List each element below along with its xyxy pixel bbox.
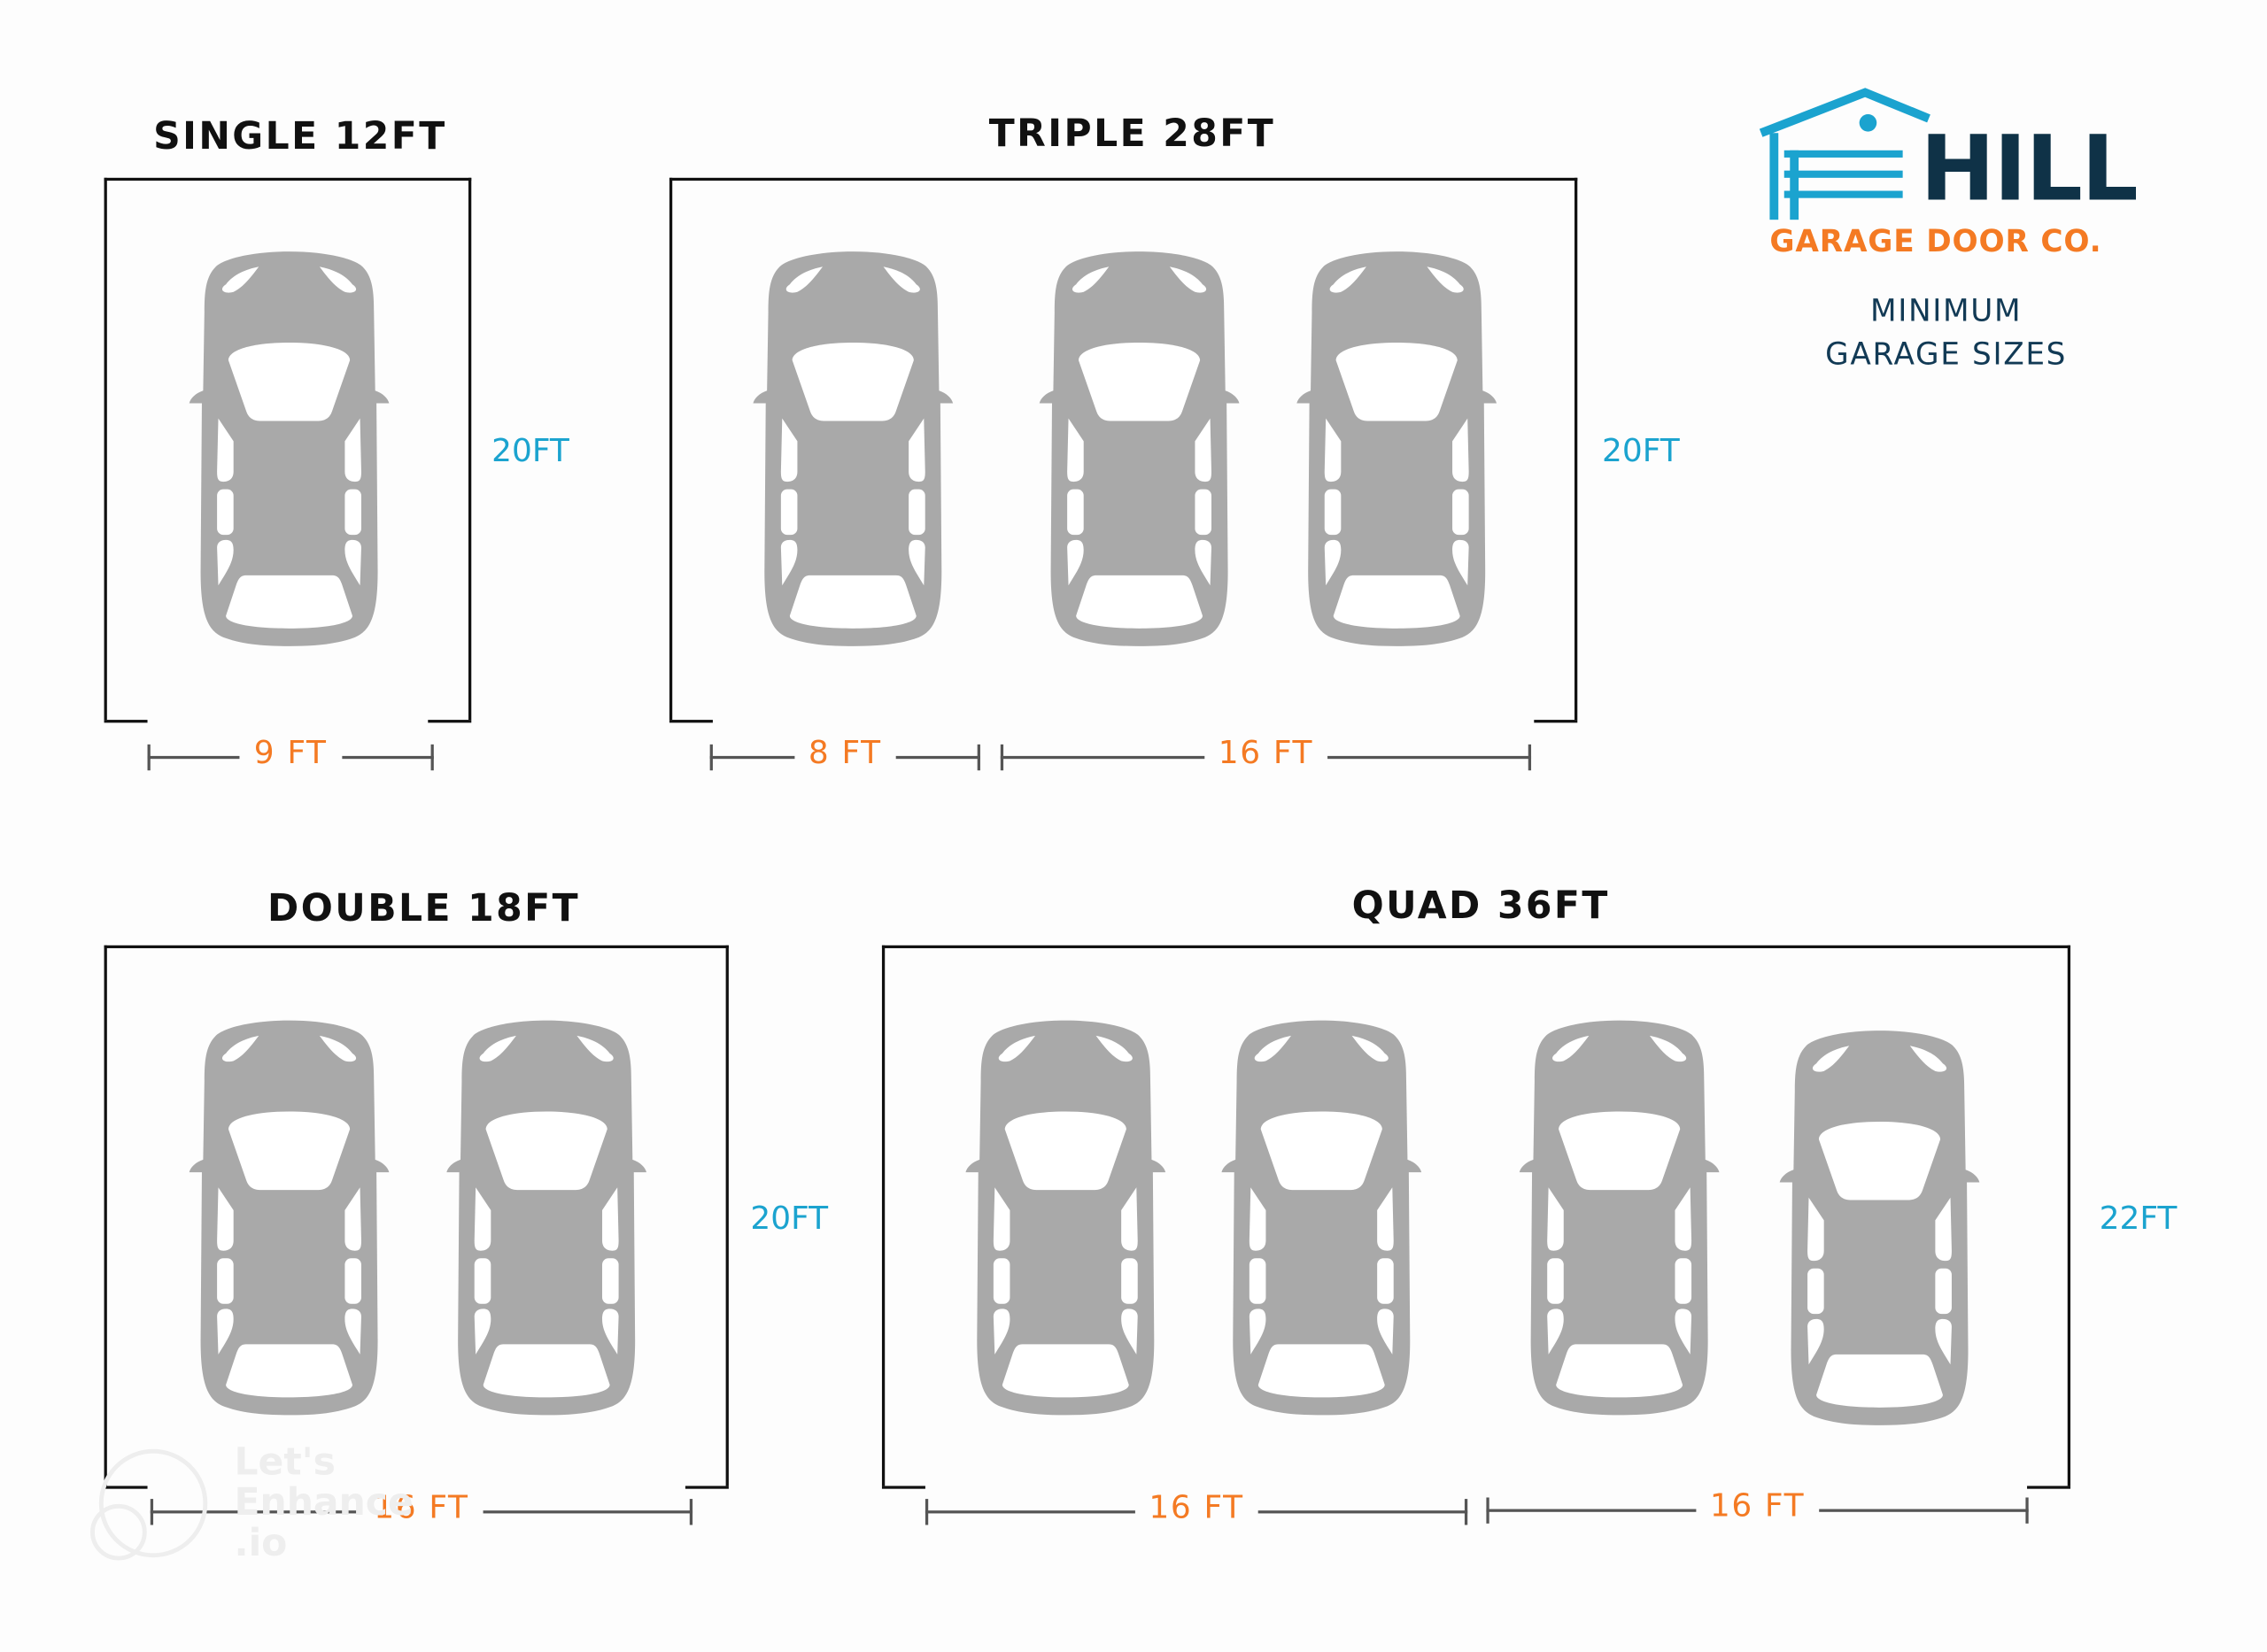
subtitle-line-2: GARAGE SIZES (1825, 336, 2068, 372)
double-width-dimension: 16 FT (150, 1490, 693, 1527)
double-width-label: 16 FT (359, 1490, 484, 1527)
car-top-view-icon (753, 251, 954, 646)
quad-depth-label: 22FT (2099, 1200, 2178, 1238)
double-depth-label: 20FT (750, 1200, 829, 1238)
garage-house-icon (1759, 88, 1930, 220)
single-width-label: 9 FT (239, 736, 342, 772)
triple-garage-title: TRIPLE 28FT (988, 112, 1276, 157)
brand-name: HILL (1920, 115, 2139, 221)
car-top-view-icon (1221, 1020, 1422, 1416)
single-width-dimension: 9 FT (147, 736, 434, 772)
double-garage-title: DOUBLE 18FT (267, 887, 580, 931)
car-top-view-icon (1039, 251, 1240, 646)
car-top-view-icon (1296, 251, 1497, 646)
watermark-line-1: Let's (234, 1440, 336, 1485)
triple-width-label-1: 8 FT (793, 736, 897, 772)
watermark-logo-icon (90, 1448, 208, 1561)
subtitle-line-1: MINIMUM (1870, 293, 2023, 328)
car-top-view-icon (189, 251, 390, 646)
car-top-view-icon (1519, 1020, 1720, 1416)
car-top-view-icon (189, 1020, 390, 1416)
quad-garage-title: QUAD 36FT (1351, 884, 1610, 929)
brand-tagline: GARAGE DOOR CO. (1769, 224, 2102, 259)
car-top-view-icon (446, 1020, 647, 1416)
triple-width-dimension-1: 8 FT (709, 736, 980, 772)
triple-depth-label: 20FT (1602, 433, 1680, 470)
single-garage-title: SINGLE 12FT (153, 115, 447, 159)
triple-width-label-2: 16 FT (1203, 736, 1328, 772)
triple-width-dimension-2: 16 FT (1000, 736, 1532, 772)
quad-width-dimension-2: 16 FT (1486, 1488, 2029, 1525)
diagram-subtitle: MINIMUM GARAGE SIZES (1755, 289, 2137, 376)
car-top-view-icon (1779, 1031, 1980, 1425)
watermark-line-3: .io (234, 1522, 288, 1566)
single-garage-outline (104, 177, 472, 723)
single-depth-label: 20FT (491, 433, 569, 470)
quad-width-label-1: 16 FT (1134, 1490, 1259, 1527)
watermark-line-2: Enhance (234, 1481, 414, 1525)
triple-garage-outline (669, 177, 1578, 723)
car-top-view-icon (965, 1020, 1166, 1416)
watermark-text: Let's Enhance .io (234, 1442, 413, 1563)
quad-width-label-2: 16 FT (1695, 1488, 1820, 1525)
brand-logo: HILL GARAGE DOOR CO. (1755, 87, 2146, 274)
watermark: Let's Enhance .io (84, 1442, 414, 1572)
double-garage-outline (104, 945, 729, 1489)
quad-garage-outline (881, 945, 2071, 1489)
quad-width-dimension-1: 16 FT (925, 1490, 1468, 1527)
